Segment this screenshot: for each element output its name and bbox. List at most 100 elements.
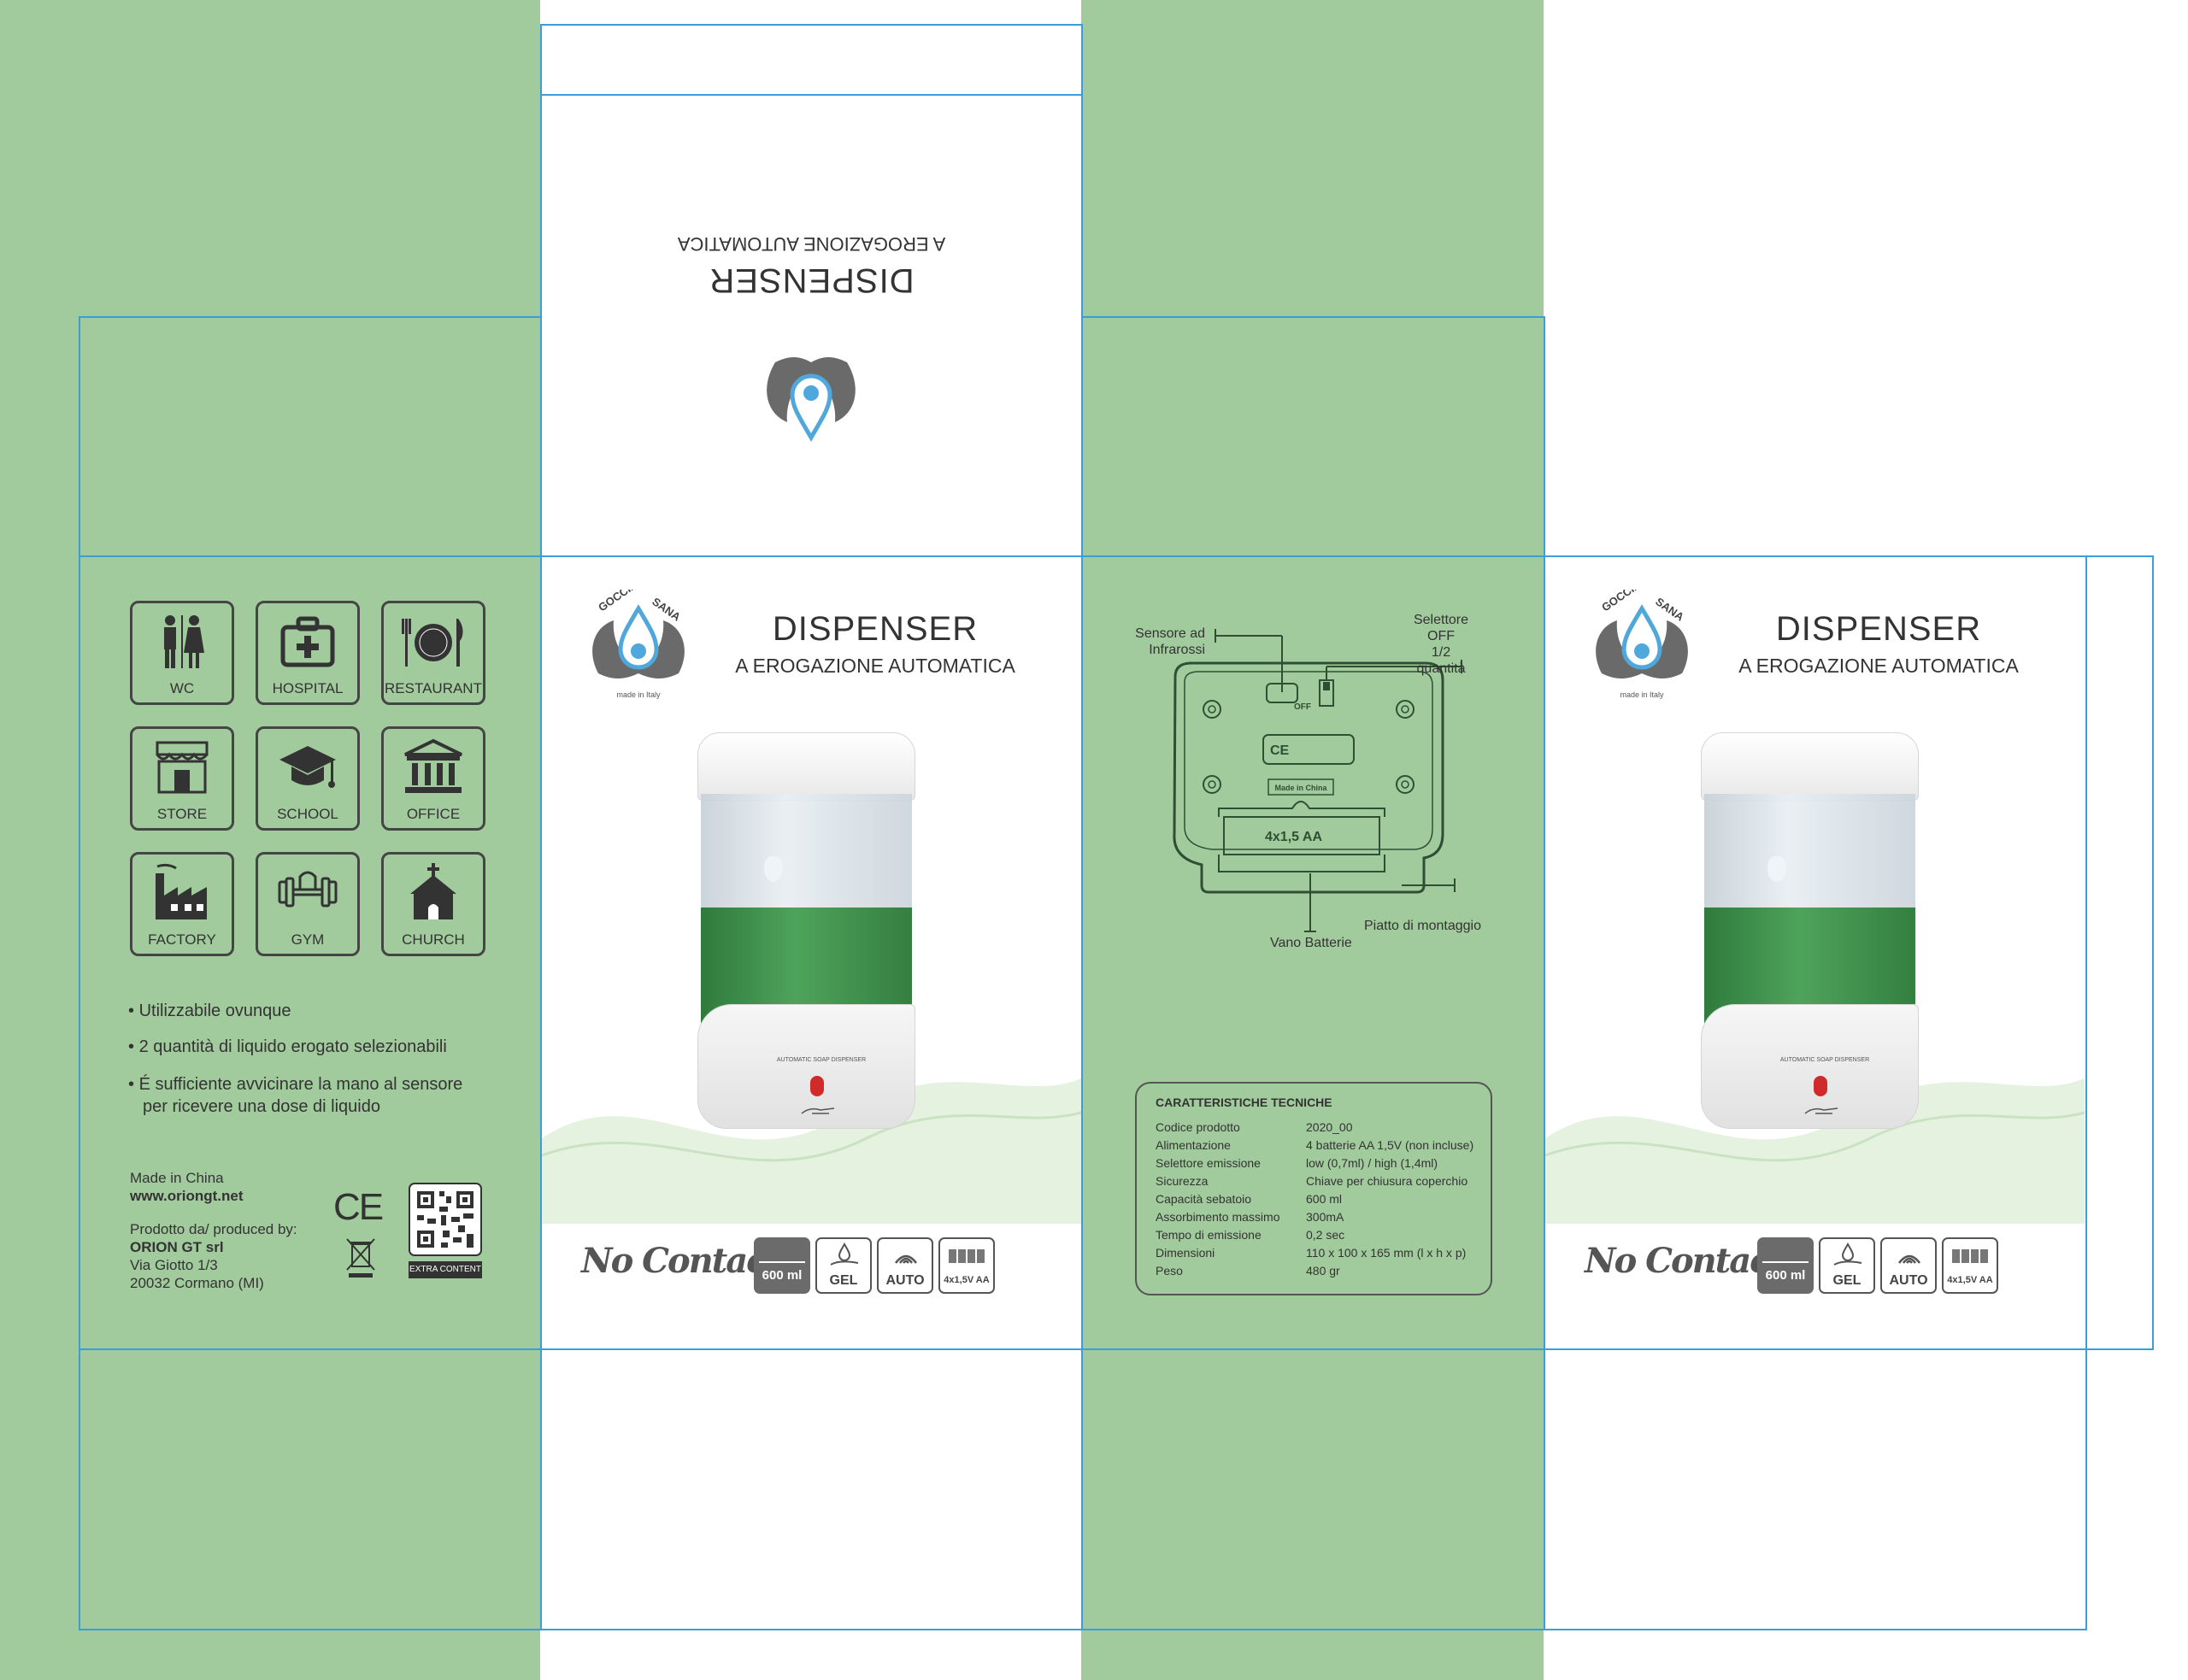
- qr-code-icon[interactable]: [409, 1183, 482, 1256]
- spec-value: 4 batterie AA 1,5V (non incluse): [1306, 1137, 1474, 1152]
- top-lid-subtitle: A EROGAZIONE AUTOMATICA: [677, 233, 946, 255]
- spec-value: 600 ml: [1306, 1191, 1343, 1206]
- goccia-sana-logo: GOCCIA SANA made in Italy: [592, 590, 685, 699]
- qr-code-block: EXTRA CONTENT: [409, 1183, 482, 1285]
- cut-left-flap: [79, 316, 542, 557]
- bullet-3-cont: per ricevere una dose di liquido: [143, 1097, 380, 1116]
- bullet-3: • É sufficiente avvicinare la mano al se…: [128, 1075, 463, 1094]
- icon-label: STORE: [156, 806, 208, 822]
- spec-key: Sicurezza: [1156, 1173, 1209, 1188]
- gel-badge: GEL: [1819, 1237, 1875, 1294]
- logo-text-bottom: made in Italy: [1620, 690, 1664, 699]
- wave-signal-icon: [895, 1254, 917, 1264]
- spec-key: Dimensioni: [1156, 1245, 1215, 1260]
- spec-value: Chiave per chiusura coperchio: [1306, 1173, 1468, 1188]
- ce-mark: CE: [333, 1186, 384, 1228]
- ir-sensor: [810, 1076, 824, 1096]
- spec-key: Codice prodotto: [1156, 1119, 1240, 1134]
- icon-tile-factory: FACTORY: [130, 852, 234, 956]
- wave-signal-icon: [1898, 1254, 1920, 1264]
- capacity-badge: 600 ml: [1757, 1237, 1814, 1294]
- icon-tile-church: CHURCH: [381, 852, 485, 956]
- store-icon: [156, 741, 209, 794]
- church-icon: [410, 863, 456, 919]
- spec-value: low (0,7ml) / high (1,4ml): [1306, 1155, 1438, 1170]
- icon-label: FACTORY: [148, 931, 216, 948]
- fold-line-2: [1081, 555, 1083, 1350]
- background-wave: [1545, 1078, 2085, 1224]
- device-label: AUTOMATIC SOAP DISPENSER: [1779, 1057, 1870, 1063]
- spec-value: 480 gr: [1306, 1263, 1340, 1278]
- device-label: AUTOMATIC SOAP DISPENSER: [776, 1057, 867, 1063]
- bullet-1: • Utilizzabile ovunque: [128, 1002, 291, 1020]
- sensor-label: Sensore ad Infrarossi: [1128, 626, 1205, 658]
- fold-line-1: [540, 555, 542, 1350]
- specs-row: Sicurezza Chiave per chiusura coperchio: [1156, 1172, 1473, 1190]
- logo-text-bottom: made in Italy: [616, 690, 661, 699]
- wc-icon: [164, 615, 204, 668]
- goccia-sana-logo: GOCCIA SANA made in Italy: [1596, 590, 1688, 699]
- spec-key: Peso: [1156, 1263, 1183, 1278]
- gel-badge: GEL: [815, 1237, 872, 1294]
- cut-right-flap: [1081, 316, 1545, 557]
- selector-label-line-2: OFF: [1427, 629, 1455, 643]
- icon-label: SCHOOL: [277, 806, 338, 822]
- battery-badge: 4x1,5V AA: [1942, 1237, 1998, 1294]
- spec-key: Tempo di emissione: [1156, 1227, 1262, 1242]
- batteries-icon: [1952, 1249, 1988, 1263]
- plate-label: Piatto di montaggio: [1364, 919, 1481, 933]
- spec-value: 2020_00: [1306, 1119, 1353, 1134]
- dispenser-image: AUTOMATIC SOAP DISPENSER: [1701, 732, 1919, 1129]
- top-lid-rotated: DISPENSER A EROGAZIONE AUTOMATICA: [540, 94, 1083, 557]
- plate-cutlery-icon: [402, 619, 463, 667]
- drop-hand-icon: [1833, 1242, 1862, 1266]
- specs-heading: CARATTERISTICHE TECNICHE: [1156, 1096, 1332, 1109]
- top-lid-title: DISPENSER: [709, 261, 915, 299]
- drop-hand-icon: [830, 1242, 859, 1266]
- manufacturer-info: Made in China www.oriongt.net Prodotto d…: [130, 1169, 335, 1292]
- green-strip-left: [0, 0, 540, 1680]
- icon-tile-office: OFFICE: [381, 726, 485, 831]
- specs-row: Codice prodotto 2020_00: [1156, 1118, 1473, 1136]
- logo-text-dot: SANA: [1653, 595, 1686, 624]
- bullet-2: • 2 quantità di liquido erogato selezion…: [128, 1037, 447, 1056]
- logo-text-top: GOCCIA: [596, 590, 640, 614]
- battery-bay-label: Vano Batterie: [1270, 936, 1352, 950]
- ce-symbol: CE: [1270, 743, 1290, 758]
- factory-icon: [156, 863, 207, 919]
- address-line-1: Via Giotto 1/3: [130, 1257, 218, 1273]
- selector-label: Selettore OFF 1/2 quantità: [1407, 612, 1475, 677]
- icon-tile-gym: GYM: [256, 852, 360, 956]
- gel-text: GEL: [829, 1273, 858, 1288]
- product-subtitle: A EROGAZIONE AUTOMATICA: [735, 655, 1015, 677]
- selector-label-line-1: Selettore: [1413, 613, 1469, 627]
- auto-badge: AUTO: [877, 1237, 933, 1294]
- dispenser-image: AUTOMATIC SOAP DISPENSER: [697, 732, 915, 1129]
- product-title: DISPENSER: [1775, 610, 1982, 648]
- spec-key: Alimentazione: [1156, 1137, 1231, 1152]
- spec-key: Assorbimento massimo: [1156, 1209, 1280, 1224]
- icon-label: CHURCH: [402, 931, 465, 948]
- website-link[interactable]: www.oriongt.net: [130, 1188, 244, 1204]
- cut-glue-flap: [2085, 555, 2154, 1350]
- capacity-text: 600 ml: [1765, 1268, 1806, 1283]
- capacity-text: 600 ml: [762, 1268, 803, 1283]
- spec-value: 110 x 100 x 165 mm (l x h x p): [1306, 1245, 1467, 1260]
- bullet-text: Utilizzabile ovunque: [138, 1002, 291, 1020]
- specs-row: Selettore emissione low (0,7ml) / high (1…: [1156, 1154, 1473, 1172]
- green-strip-middle: [1081, 0, 1544, 1680]
- spec-key: Selettore emissione: [1156, 1155, 1261, 1170]
- specs-row: Peso 480 gr: [1156, 1261, 1473, 1279]
- batteries-icon: [949, 1249, 985, 1263]
- bullet-text: É sufficiente avvicinare la mano al sens…: [138, 1075, 463, 1094]
- fold-line-3: [1544, 555, 1545, 1350]
- weee-bin-icon: [346, 1238, 375, 1278]
- icon-label: GYM: [291, 931, 325, 948]
- bullet-text: 2 quantità di liquido erogato selezionab…: [138, 1037, 447, 1056]
- specs-box: CARATTERISTICHE TECNICHE Codice prodotto…: [1135, 1082, 1492, 1295]
- cut-top-tuck: [540, 24, 1083, 96]
- selector-label-line-3: 1/2 quantità: [1416, 645, 1466, 676]
- made-in-china-tag: Made in China: [1274, 784, 1327, 792]
